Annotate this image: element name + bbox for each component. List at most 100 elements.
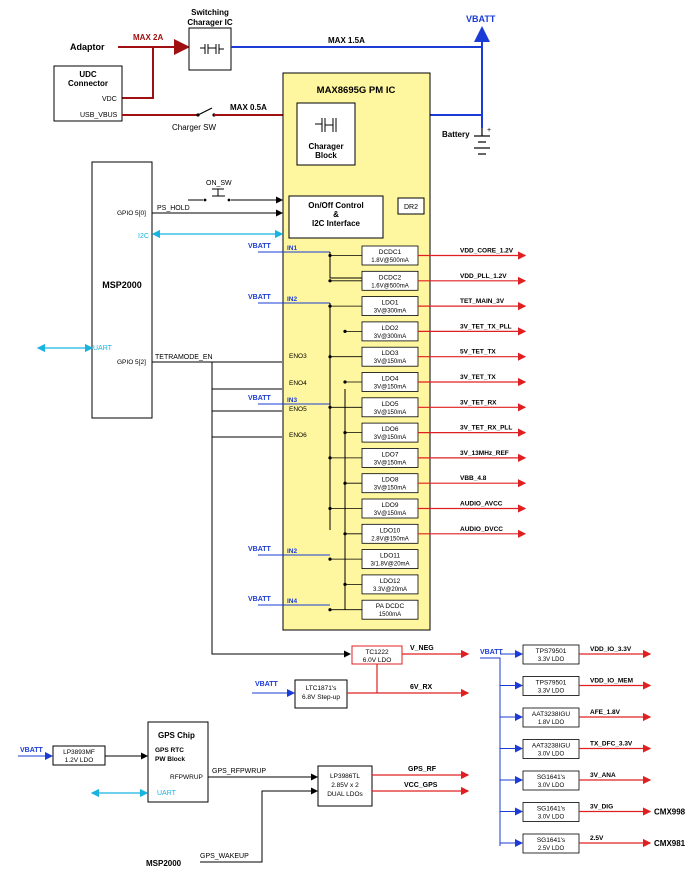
regulator-spec: 3V@150mA — [374, 410, 406, 416]
regulator-output-label: 3V_TET_TX — [460, 374, 496, 381]
pm-vbatt-in3: VBATT — [248, 395, 272, 402]
msp2000-title: MSP2000 — [102, 280, 142, 290]
i2c-label: I2C — [138, 233, 149, 240]
switching-charger-line2: Charager IC — [187, 18, 233, 27]
junction-dot — [343, 431, 347, 435]
max-2a-label: MAX 2A — [133, 33, 163, 42]
right-ldo-output-label: AFE_1.8V — [590, 709, 621, 716]
gps-pw-label: PW Block — [155, 756, 185, 763]
right-ldo-name: TPS79501 — [536, 680, 567, 687]
regulator-name: DCDC2 — [379, 274, 402, 281]
regulator-output-label: AUDIO_DVCC — [460, 526, 503, 533]
gps-rf-label: GPS_RF — [408, 766, 437, 773]
regulator-spec: 3V@150mA — [374, 460, 406, 466]
onoff-label: On/Off Control&I2C Interface — [308, 201, 364, 228]
charger-sw-label: Charger SW — [172, 123, 216, 132]
right-ldo-spec: 1.8V LDO — [538, 720, 565, 726]
gps-rfpwrup-label: GPS_RFPWRUP — [212, 768, 266, 775]
adaptor-label: Adaptor — [70, 42, 105, 52]
tetramode-label: TETRAMODE_EN — [155, 354, 213, 361]
junction-dot — [343, 532, 347, 536]
regulator-name: LDO6 — [382, 426, 399, 433]
gps-vbatt-label: VBATT — [20, 747, 44, 754]
pm-vbatt-in2: VBATT — [248, 294, 272, 301]
junction-dot — [343, 481, 347, 485]
regulator-output-label: AUDIO_AVCC — [460, 501, 503, 508]
eno6-label: ENO6 — [289, 432, 307, 439]
right-ldo-output-label: VDD_IO_MEM — [590, 678, 633, 685]
tc1222-name: TC1222 — [365, 649, 389, 656]
msp2000-bottom-label: MSP2000 — [146, 859, 182, 868]
uart-label-msp: UART — [93, 345, 113, 352]
tc1222-spec: 6.0V LDO — [363, 657, 392, 664]
eno5-label: ENO5 — [289, 406, 307, 413]
dr2-label: DR2 — [404, 204, 418, 211]
gpio5-0-label: GPIO 5[0] — [117, 210, 146, 217]
neg-vbatt-label: VBATT — [255, 681, 279, 688]
right-ldo-spec: 2.5V LDO — [538, 846, 565, 852]
gps-wakeup-label: GPS_WAKEUP — [200, 853, 249, 860]
regulator-stack: DCDC11.8V@500mAVDD_CORE_1.2VDCDC21.6V@50… — [328, 245, 527, 620]
right-ldo-output-label: VDD_IO_3.3V — [590, 646, 632, 653]
regulator-output-label: 3V_TET_RX_PLL — [460, 425, 512, 432]
regulator-output-label: VDD_CORE_1.2V — [460, 248, 514, 255]
gps-chip-box — [147, 721, 209, 803]
lp3986-dual: DUAL LDOs — [327, 791, 363, 798]
regulator-spec: 1.6V@500mA — [371, 283, 408, 289]
v-neg-label: V_NEG — [410, 645, 434, 652]
msp2000-box — [91, 161, 153, 419]
junction-dot — [343, 582, 347, 587]
right-ldo-output-label: 3V_DIG — [590, 804, 613, 811]
regulator-spec: 3V@300mA — [374, 334, 406, 340]
ltc1871-box — [294, 679, 348, 709]
regulator-name: LDO1 — [382, 300, 399, 307]
junction-dot — [328, 355, 332, 359]
regulator-spec: 1500mA — [379, 612, 401, 618]
right-ldo-name: SG1641's — [537, 774, 566, 781]
on-sw-pin-a — [203, 198, 207, 202]
eno-lines — [212, 361, 282, 438]
gps-wakeup-line — [200, 787, 318, 863]
junction-dot — [328, 279, 332, 283]
regulator-name: LDO4 — [382, 376, 399, 383]
charger-switch — [197, 107, 213, 116]
pm-vbatt-in2b: VBATT — [248, 546, 272, 553]
regulator-name: LDO2 — [382, 325, 399, 332]
charger-block-line2: Block — [315, 151, 337, 160]
regulator-output-label: 3V_13MHz_REF — [460, 450, 509, 457]
regulator-spec: 3.3V@20mA — [373, 587, 407, 593]
right-ldo-target-label: CMX998 — [654, 808, 686, 817]
junction-dot — [343, 329, 347, 333]
regulator-output-label: 3V_TET_RX — [460, 399, 497, 406]
regulator-name: LDO5 — [382, 401, 399, 408]
junction-dot — [343, 380, 347, 384]
junction-dot — [328, 304, 332, 308]
right-ldo-name: AAT3238IGU — [532, 743, 570, 750]
junction-dot — [328, 506, 332, 511]
right-ldo-spec: 3.0V LDO — [538, 752, 565, 758]
vdc-label: VDC — [102, 96, 117, 103]
regulator-output-label: TET_MAIN_3V — [460, 298, 505, 305]
right-ldo-output-label: 2.5V — [590, 835, 604, 842]
battery-plus: + — [487, 127, 491, 134]
regulator-spec: 3V@300mA — [374, 309, 406, 315]
onoff-line3: I2C Interface — [312, 219, 361, 228]
regulator-name: LDO3 — [382, 350, 399, 357]
regulator-output-label: VDD_PLL_1.2V — [460, 273, 507, 280]
right-vbatt-label: VBATT — [480, 649, 504, 656]
junction-dot — [328, 557, 332, 561]
regulator-spec: 3V@150mA — [374, 511, 406, 517]
switching-charger-line1: Switching — [191, 8, 229, 17]
lp3893-spec: 1.2V LDO — [65, 757, 94, 764]
in1-label: IN1 — [287, 245, 298, 252]
regulator-spec: 2.8V@150mA — [371, 536, 408, 542]
lp3986-box — [317, 765, 373, 807]
on-sw-line — [188, 196, 282, 200]
v6-rx-label: 6V_RX — [410, 684, 433, 691]
onoff-line2: & — [333, 210, 339, 219]
ps-hold-label: PS_HOLD — [157, 205, 190, 212]
eno4-label: ENO4 — [289, 380, 307, 387]
right-ldo-spec: 3.3V LDO — [538, 689, 565, 695]
right-vbatt-bus — [480, 657, 501, 846]
